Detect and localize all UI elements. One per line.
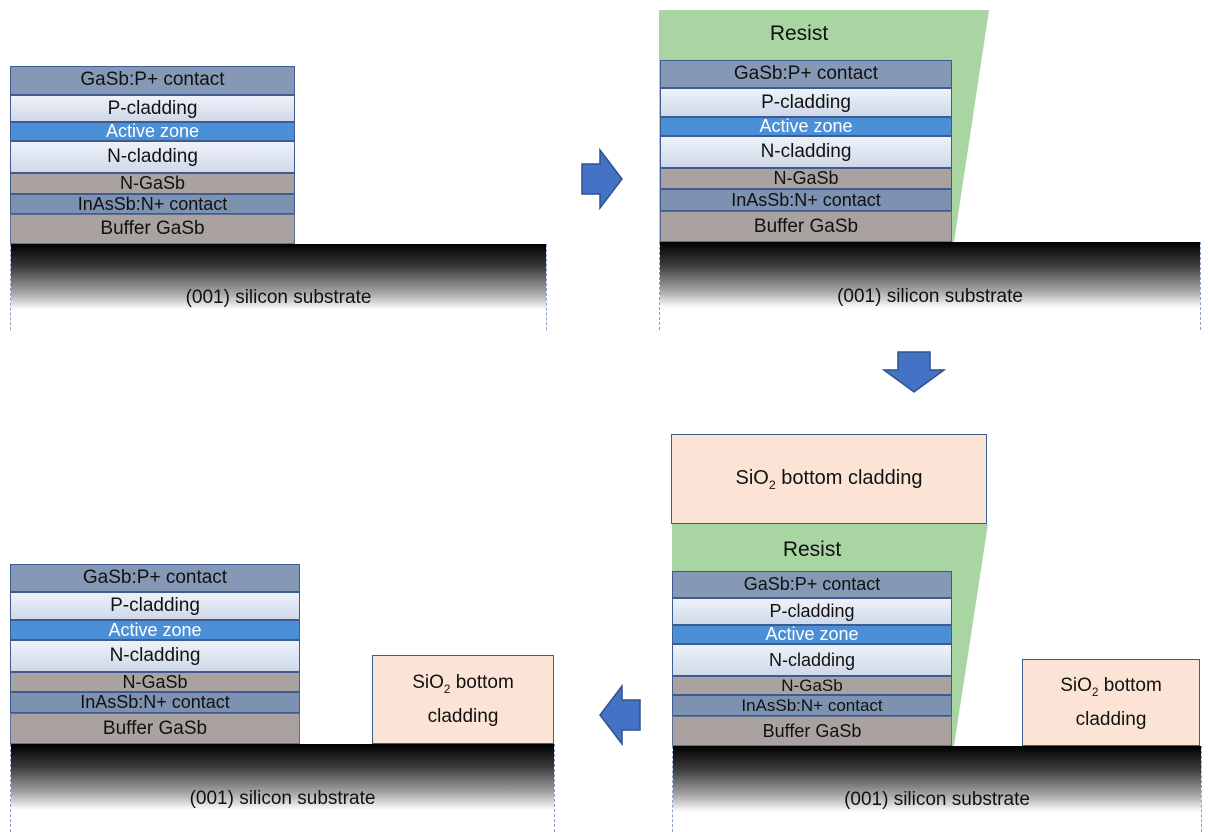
layer-inassb-n-contact: InAsSb:N+ contact	[672, 695, 952, 716]
layer-gasb-p-contact: GaSb:P+ contact	[672, 571, 952, 598]
resist-label: Resist	[769, 22, 829, 45]
sio2-top-label: SiO2 bottom cladding	[735, 466, 923, 492]
sio2-side-label-line1: SiO2 bottom	[1060, 675, 1162, 699]
sio2-side-label-line2: cladding	[427, 705, 499, 727]
layer-stack: GaSb:P+ contact P-cladding Active zone N…	[672, 571, 952, 746]
layer-n-cladding: N-cladding	[10, 141, 295, 173]
arrow-right-icon	[581, 148, 623, 210]
substrate-label: (001) silicon substrate	[844, 789, 1030, 810]
layer-inassb-n-contact: InAsSb:N+ contact	[10, 194, 295, 214]
layer-active-zone: Active zone	[660, 117, 952, 136]
silicon-substrate: (001) silicon substrate	[672, 746, 1202, 832]
layer-n-cladding: N-cladding	[660, 136, 952, 168]
sio2-side-block: SiO2 bottom cladding	[372, 655, 554, 744]
substrate-gradient	[11, 744, 554, 810]
layer-active-zone: Active zone	[10, 620, 300, 640]
silicon-substrate: (001) silicon substrate	[10, 744, 555, 832]
layer-p-cladding: P-cladding	[672, 598, 952, 625]
layer-buffer-gasb: Buffer GaSb	[10, 713, 300, 744]
layer-inassb-n-contact: InAsSb:N+ contact	[660, 189, 952, 211]
resist-label: Resist	[782, 538, 842, 561]
layer-buffer-gasb: Buffer GaSb	[10, 214, 295, 244]
layer-p-cladding: P-cladding	[10, 95, 295, 122]
substrate-label: (001) silicon substrate	[185, 287, 372, 308]
layer-p-cladding: P-cladding	[10, 592, 300, 620]
layer-inassb-n-contact: InAsSb:N+ contact	[10, 692, 300, 713]
layer-n-gasb: N-GaSb	[660, 168, 952, 189]
sio2-side-label-line1: SiO2 bottom	[412, 672, 514, 696]
silicon-substrate: (001) silicon substrate	[10, 244, 547, 330]
layer-gasb-p-contact: GaSb:P+ contact	[660, 60, 952, 88]
arrow-left-icon	[599, 684, 641, 746]
layer-n-gasb: N-GaSb	[672, 676, 952, 695]
arrow-down-icon	[882, 351, 946, 393]
layer-gasb-p-contact: GaSb:P+ contact	[10, 564, 300, 592]
layer-buffer-gasb: Buffer GaSb	[672, 716, 952, 746]
substrate-label: (001) silicon substrate	[837, 286, 1023, 307]
layer-n-cladding: N-cladding	[10, 640, 300, 672]
layer-buffer-gasb: Buffer GaSb	[660, 211, 952, 242]
layer-gasb-p-contact: GaSb:P+ contact	[10, 66, 295, 95]
layer-active-zone: Active zone	[672, 625, 952, 644]
layer-n-cladding: N-cladding	[672, 644, 952, 676]
substrate-gradient	[11, 244, 546, 310]
sio2-side-label-line2: cladding	[1075, 708, 1147, 730]
silicon-substrate: (001) silicon substrate	[659, 242, 1201, 330]
layer-n-gasb: N-GaSb	[10, 173, 295, 194]
substrate-gradient	[673, 746, 1201, 812]
sio2-side-block: SiO2 bottom cladding	[1022, 659, 1200, 746]
layer-stack: GaSb:P+ contact P-cladding Active zone N…	[10, 564, 300, 744]
layer-stack: GaSb:P+ contact P-cladding Active zone N…	[10, 66, 295, 244]
substrate-gradient	[660, 242, 1200, 308]
layer-n-gasb: N-GaSb	[10, 672, 300, 692]
layer-active-zone: Active zone	[10, 122, 295, 141]
sio2-top-block: SiO2 bottom cladding	[671, 434, 987, 524]
substrate-label: (001) silicon substrate	[189, 788, 376, 809]
layer-p-cladding: P-cladding	[660, 88, 952, 117]
layer-stack: GaSb:P+ contact P-cladding Active zone N…	[660, 60, 952, 242]
